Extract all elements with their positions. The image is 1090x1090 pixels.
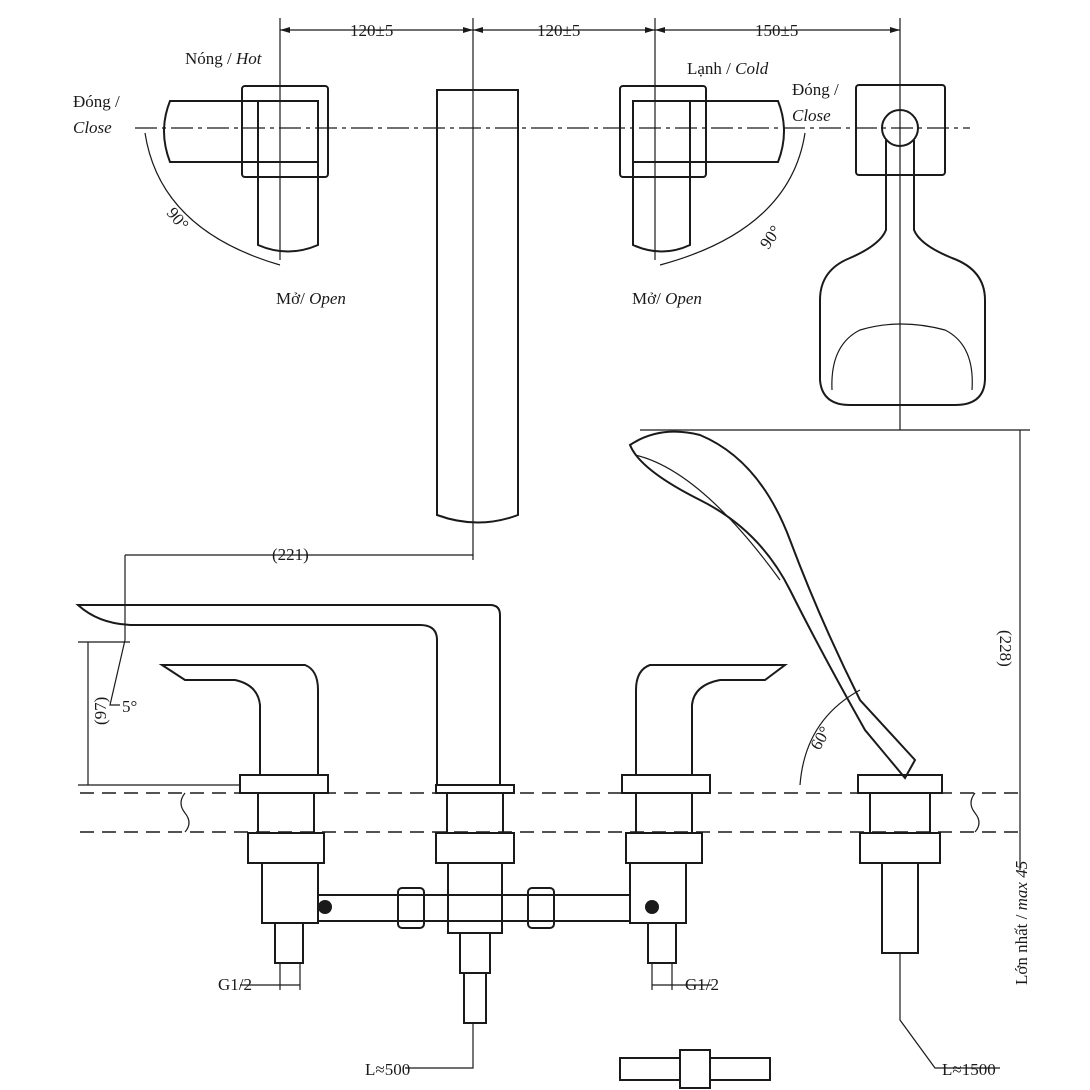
spout-base bbox=[435, 784, 515, 794]
thread-left: G1/2 bbox=[218, 975, 252, 994]
deck-thickness-label: Lớn nhất / max 45 bbox=[1012, 861, 1031, 985]
close-left-label-en: Close bbox=[73, 118, 112, 137]
shower-angle: 60° bbox=[806, 723, 834, 753]
dim-spout-reach: (221) bbox=[272, 545, 309, 564]
hot-label: Nóng / Hot bbox=[185, 49, 263, 68]
open-left-label: Mở/ Open bbox=[276, 289, 346, 308]
deck-lines bbox=[80, 792, 1020, 833]
dim-top-3: 150±5 bbox=[755, 21, 798, 40]
dim-shower-height: (228) bbox=[996, 630, 1015, 667]
close-right-label-vi: Đóng / bbox=[792, 80, 839, 99]
top-dimension-lines bbox=[279, 18, 901, 560]
cold-handle-side-view bbox=[621, 664, 788, 794]
angle-left-label: 90° bbox=[163, 204, 193, 234]
handshower-side-view bbox=[628, 429, 1030, 954]
close-right-label-en: Close bbox=[792, 106, 831, 125]
spout-top-view bbox=[436, 89, 519, 524]
cold-label: Lạnh / Cold bbox=[687, 59, 769, 78]
thread-right: G1/2 bbox=[685, 975, 719, 994]
hose-left-length: L≈500 bbox=[365, 1060, 410, 1079]
handshower-top-view bbox=[819, 84, 986, 406]
spout-side-view bbox=[75, 554, 501, 786]
open-right-label: Mở/ Open bbox=[632, 289, 702, 308]
hot-handle-top-view bbox=[144, 85, 329, 266]
cold-handle-top-view bbox=[619, 85, 806, 266]
spout-angle: 5° bbox=[122, 697, 137, 716]
under-deck-valves bbox=[240, 792, 712, 1024]
angle-right-label: 90° bbox=[756, 222, 785, 252]
dim-top-2: 120±5 bbox=[537, 21, 580, 40]
dim-top-1: 120±5 bbox=[350, 21, 393, 40]
hot-handle-side-view bbox=[158, 664, 329, 794]
close-left-label-vi: Đóng / bbox=[73, 92, 120, 111]
hose-right-length: L≈1500 bbox=[942, 1060, 996, 1079]
dim-spout-height: (97) bbox=[91, 697, 110, 725]
hoses bbox=[405, 953, 1000, 1089]
